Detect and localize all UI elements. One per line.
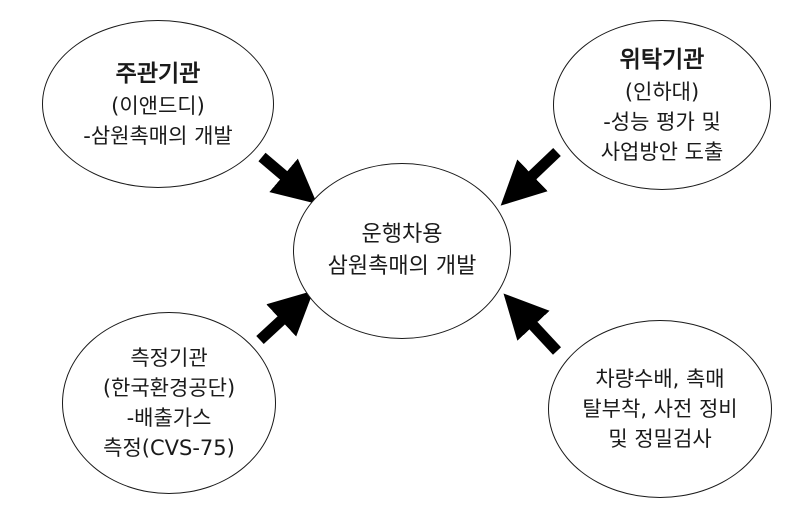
node-commissioned-institution: 위탁기관 (인하대) -성능 평가 및 사업방안 도출	[553, 20, 771, 190]
node-line: (이앤드디)	[111, 94, 205, 118]
arrow-up-right-icon	[256, 290, 314, 345]
node-line: 및 정밀검사	[608, 427, 712, 451]
node-line: 탈부착, 사전 정비	[582, 397, 738, 421]
node-title: 위탁기관	[619, 47, 705, 73]
arrow-down-left-icon	[500, 148, 561, 206]
node-line: -삼원촉매의 개발	[83, 124, 233, 148]
node-line: 사업방안 도출	[600, 140, 724, 164]
node-lead-institution: 주관기관 (이앤드디) -삼원촉매의 개발	[42, 20, 274, 188]
node-line: (인하대)	[624, 80, 700, 104]
node-line: -성능 평가 및	[603, 110, 721, 134]
node-line: 측정(CVS-75)	[103, 436, 235, 460]
node-line: -배출가스	[126, 406, 212, 430]
node-line: 운행차용	[361, 222, 443, 247]
node-line: (한국환경공단)	[102, 376, 236, 400]
node-vehicle-support: 차량수배, 촉매 탈부착, 사전 정비 및 정밀검사	[548, 320, 772, 498]
node-line: 삼원촉매의 개발	[327, 254, 477, 279]
arrow-up-left-icon	[503, 293, 562, 355]
node-title: 주관기관	[115, 61, 201, 87]
node-central-goal: 운행차용 삼원촉매의 개발	[293, 163, 511, 339]
node-line: 차량수배, 촉매	[595, 367, 725, 391]
arrow-down-right-icon	[258, 152, 318, 204]
node-measurement-institution: 측정기관 (한국환경공단) -배출가스 측정(CVS-75)	[62, 312, 276, 494]
node-line: 측정기관	[130, 346, 208, 370]
